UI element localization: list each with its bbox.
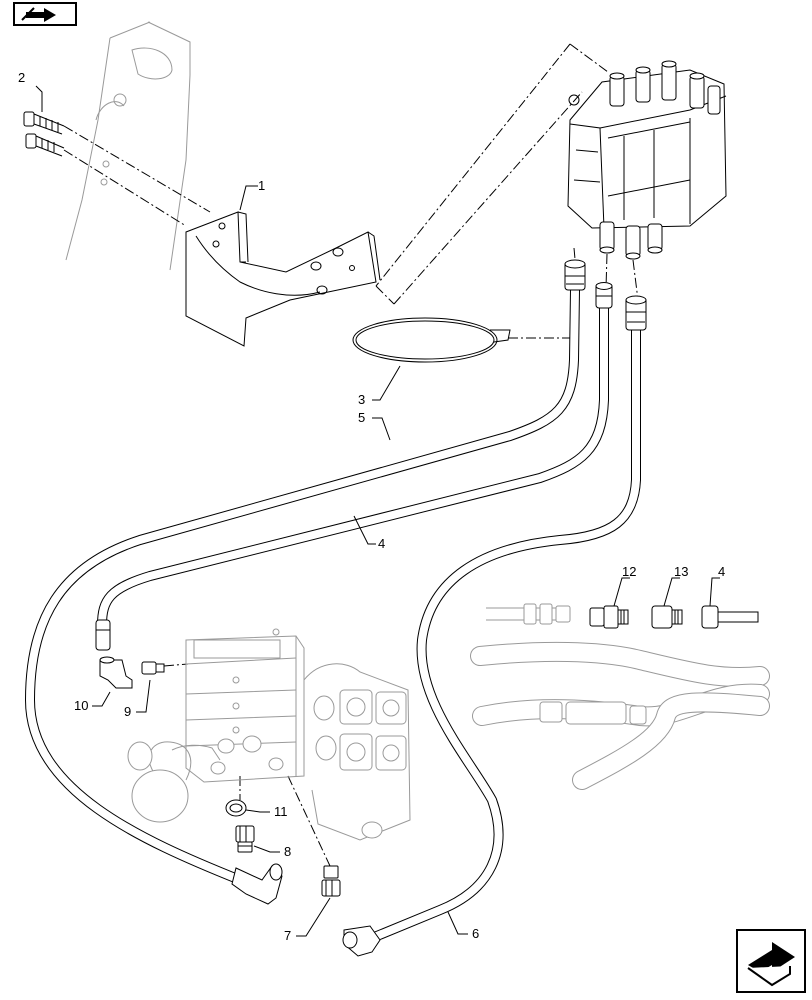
lower-valve-ghost [127, 628, 411, 841]
callout-7: 7 [284, 928, 291, 943]
bolt-lower [25, 133, 65, 157]
adapter-9 [141, 661, 165, 675]
callout-labels: 2 1 3 5 4 10 9 11 8 7 6 12 13 4 [18, 70, 725, 943]
fitting-13 [651, 605, 683, 629]
callout-6: 6 [472, 926, 479, 941]
hose-5 [25, 285, 580, 895]
valve-top-fittings [568, 60, 721, 115]
callout-2: 2 [18, 70, 25, 85]
callout-11: 11 [274, 804, 288, 819]
hose-4 [97, 300, 609, 630]
callout-3: 3 [358, 392, 365, 407]
bolt-upper [23, 111, 65, 135]
o-ring-11 [225, 799, 247, 817]
hose-end-fitting-4-lower [95, 619, 111, 651]
elbow-hose-6-lower [342, 925, 381, 957]
callout-4: 4 [378, 536, 385, 551]
leader-lines [35, 85, 720, 937]
callout-12: 12 [622, 564, 636, 579]
callout-10: 10 [74, 698, 88, 713]
fitting-4-detail [701, 605, 759, 629]
valve-bottom-ports [599, 221, 663, 260]
callout-4-detail: 4 [718, 564, 725, 579]
loader-frame-ghost [65, 21, 191, 271]
callout-8: 8 [284, 844, 291, 859]
adapter-8 [235, 825, 255, 853]
mounting-bracket [185, 211, 381, 347]
control-valve-upper [567, 60, 727, 260]
cable-tie [352, 317, 511, 363]
hose-end-fittings-upper [564, 259, 647, 331]
book-arrow-icon[interactable] [13, 2, 77, 26]
hose-6 [367, 325, 641, 943]
elbow-10 [99, 656, 133, 689]
callout-5: 5 [358, 410, 365, 425]
callout-1: 1 [258, 178, 265, 193]
next-page-arrow-icon[interactable] [736, 929, 806, 993]
elbow-hose-5-lower [231, 863, 283, 905]
fitting-12 [589, 605, 629, 629]
fitting-detail-ghost [470, 603, 770, 790]
callout-9: 9 [124, 704, 131, 719]
adapter-7 [321, 865, 341, 897]
callout-13: 13 [674, 564, 688, 579]
